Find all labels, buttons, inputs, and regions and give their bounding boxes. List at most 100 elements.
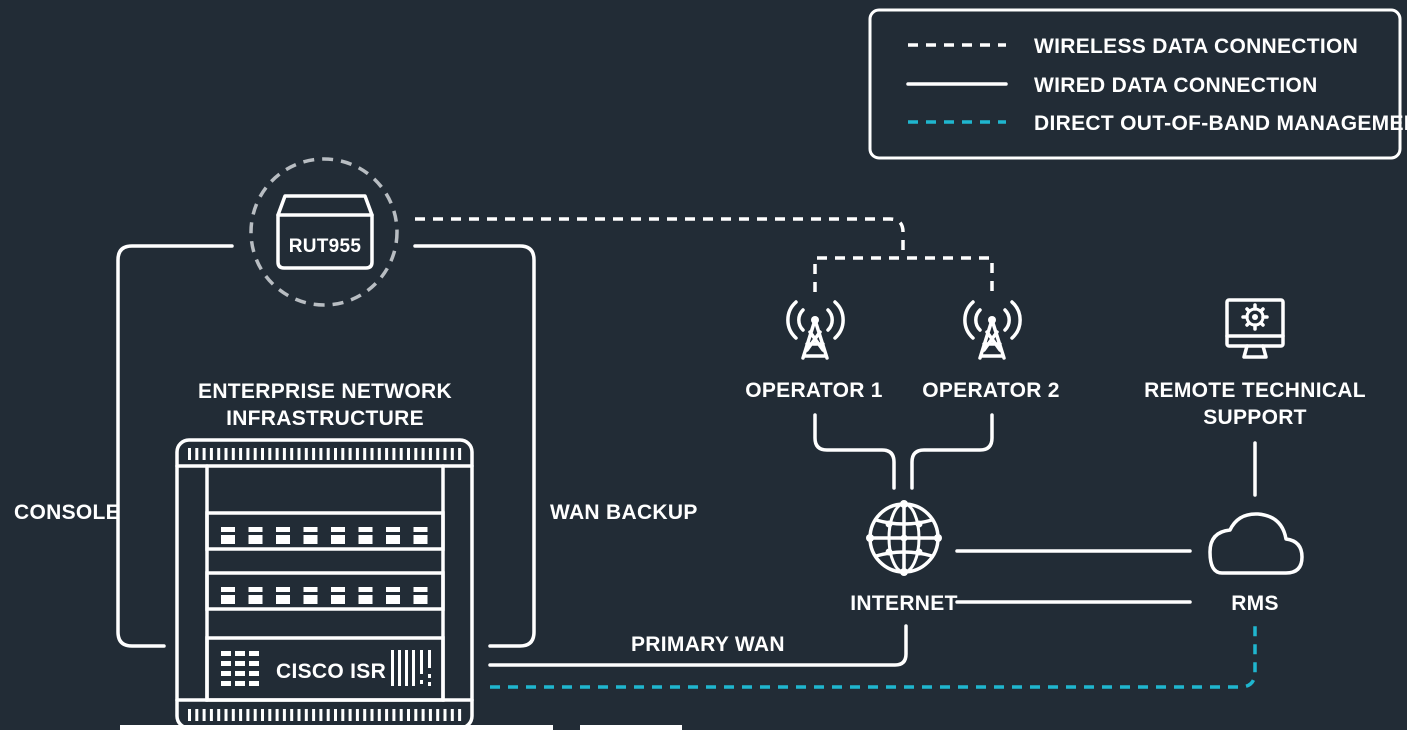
switch-port xyxy=(413,527,428,532)
rut955-router: RUT955 xyxy=(249,157,399,307)
wan-backup-label: WAN BACKUP xyxy=(550,501,698,524)
vent-slot xyxy=(253,448,257,460)
vent-slot xyxy=(428,448,432,460)
vent-slot xyxy=(217,709,221,721)
support-label-line1: REMOTE TECHNICAL xyxy=(1144,379,1366,402)
switch-unit-2 xyxy=(205,571,445,611)
router-wireless-link xyxy=(415,217,905,250)
switch-port xyxy=(386,535,400,544)
vent-slot xyxy=(385,448,389,460)
vent-slot xyxy=(188,709,191,721)
switch-port xyxy=(221,587,235,592)
vent-slot xyxy=(355,448,359,460)
operator1-internet-link xyxy=(813,413,896,490)
console-label: CONSOLE xyxy=(14,501,120,524)
vent-slot xyxy=(363,709,367,721)
vent-slot xyxy=(312,709,316,721)
legend-wired-label: WIRED DATA CONNECTION xyxy=(1034,74,1318,97)
vent-slot xyxy=(450,709,454,721)
vent-slot xyxy=(297,709,301,721)
vent-slot xyxy=(428,709,432,721)
vent-slot xyxy=(290,448,294,460)
operator2-label: OPERATOR 2 xyxy=(922,379,1060,402)
rack-base-bar-left xyxy=(120,725,553,730)
switch-port xyxy=(331,595,345,604)
server-rack: CISCO ISR xyxy=(175,438,474,730)
switch-port xyxy=(276,527,290,532)
vent-slot xyxy=(421,709,425,721)
operator1-tower-icon xyxy=(786,300,845,360)
switch-port xyxy=(386,527,400,532)
switch-port xyxy=(248,587,263,592)
switch-unit-1 xyxy=(205,511,445,551)
vent-slot xyxy=(414,448,418,460)
cisco-barcode-icon xyxy=(391,650,431,686)
router-body-icon xyxy=(276,194,374,270)
vent-slot xyxy=(370,448,374,460)
vent-slot xyxy=(312,448,316,460)
switch-port xyxy=(331,527,345,532)
switch-port xyxy=(331,535,345,544)
vent-slot xyxy=(458,709,462,721)
switch-port xyxy=(358,527,373,532)
vent-slot xyxy=(224,448,228,460)
vent-slot xyxy=(239,709,243,721)
vent-slot xyxy=(268,709,272,721)
vent-slot xyxy=(355,709,359,721)
vent-slot xyxy=(231,448,235,460)
vent-slot xyxy=(217,448,221,460)
primary-wan-link xyxy=(488,624,908,667)
monitor-gear-icon xyxy=(1225,298,1285,359)
vent-slot xyxy=(209,709,213,721)
vent-slot xyxy=(377,709,381,721)
vent-slot xyxy=(348,448,352,460)
legend-box xyxy=(868,8,1402,160)
switch-2-ports xyxy=(221,587,428,604)
switch-port xyxy=(386,595,400,604)
switch-port xyxy=(248,527,263,532)
vent-slot xyxy=(261,709,264,721)
switch-port xyxy=(331,587,345,592)
vent-slot xyxy=(392,709,396,721)
switch-port xyxy=(248,535,263,544)
vent-slot xyxy=(334,709,337,721)
cloud-icon xyxy=(1208,512,1304,575)
infra-title-line2: INFRASTRUCTURE xyxy=(226,407,424,430)
vent-slot xyxy=(399,709,403,721)
oob-management-link xyxy=(490,622,1257,689)
switch-port xyxy=(413,535,428,544)
vent-slot xyxy=(246,709,250,721)
vent-slot xyxy=(436,709,440,721)
cisco-isr-label: CISCO ISR xyxy=(276,660,386,683)
switch-port xyxy=(276,535,290,544)
vent-slot xyxy=(282,709,286,721)
router-dashed-ring xyxy=(249,157,399,307)
vent-slot xyxy=(319,709,323,721)
vent-slot xyxy=(195,709,199,721)
vent-slot xyxy=(209,448,213,460)
vent-slot xyxy=(224,709,228,721)
switch-port xyxy=(276,587,290,592)
vent-slot xyxy=(392,448,396,460)
vent-slot xyxy=(261,448,264,460)
vent-slot xyxy=(188,448,191,460)
vent-slot xyxy=(341,709,345,721)
vent-slot xyxy=(363,448,367,460)
vent-slot xyxy=(341,448,345,460)
vent-slot xyxy=(297,448,301,460)
vent-slot xyxy=(282,448,286,460)
vent-slot xyxy=(202,709,206,721)
vent-slot xyxy=(253,709,257,721)
vent-slot xyxy=(239,448,243,460)
vent-slot xyxy=(268,448,272,460)
switch-port xyxy=(276,595,290,604)
vent-slot xyxy=(304,448,308,460)
support-label-line2: SUPPORT xyxy=(1203,406,1307,429)
switch-port xyxy=(358,595,373,604)
switch-port xyxy=(221,527,235,532)
switch-1-ports xyxy=(221,527,428,544)
vent-slot xyxy=(304,709,308,721)
vent-slot xyxy=(399,448,403,460)
legend: WIRELESS DATA CONNECTION WIRED DATA CONN… xyxy=(868,8,1407,160)
